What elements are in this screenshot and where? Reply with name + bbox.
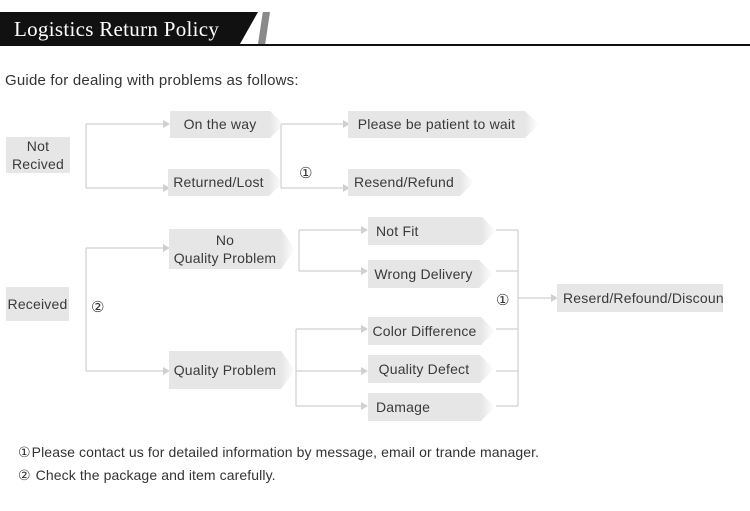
damage-box: Damage <box>368 393 481 421</box>
arrowhead <box>361 226 368 234</box>
note-1: ①Please contact us for detailed informat… <box>18 444 539 461</box>
please-wait-box: Please be patient to wait <box>348 111 525 138</box>
note-2-marker: ② <box>18 468 31 484</box>
connector <box>496 229 519 407</box>
header-bar <box>0 12 258 44</box>
arrowhead <box>361 267 368 275</box>
arrowhead <box>163 120 170 128</box>
arrowhead <box>163 244 170 252</box>
no-quality-problem-box: No Quality Problem <box>169 229 281 269</box>
arrowhead <box>361 367 368 375</box>
note-1-marker: ① <box>18 445 31 461</box>
arrowhead <box>361 402 368 410</box>
circled-one-marker-2: ① <box>496 291 510 309</box>
not-received-line2: Recived <box>12 156 64 172</box>
not-received-line1: Not <box>26 138 50 154</box>
arrowhead <box>163 367 170 375</box>
not-fit-box: Not Fit <box>368 217 482 245</box>
color-difference-box: Color Difference <box>368 317 481 345</box>
no-quality-line2: Quality Problem <box>173 250 277 266</box>
page-title: Logistics Return Policy <box>14 17 220 41</box>
arrowhead <box>343 120 350 128</box>
quality-problem-box: Quality Problem <box>169 351 281 389</box>
intro-text: Guide for dealing with problems as follo… <box>5 72 299 89</box>
not-received-box: Not Recived <box>6 137 70 173</box>
received-box: Received <box>6 287 69 321</box>
arrowhead <box>163 184 170 192</box>
note-1-text: Please contact us for detailed informati… <box>31 444 540 460</box>
note-2-text: Check the package and item carefully. <box>31 467 276 483</box>
resend-refund-box: Resend/Refund <box>348 169 460 196</box>
no-quality-line1: No <box>215 232 235 248</box>
final-action-box: Reserd/Refound/Discoun <box>557 284 723 312</box>
quality-defect-box: Quality Defect <box>368 355 480 383</box>
on-the-way-box: On the way <box>170 111 270 138</box>
wrong-delivery-box: Wrong Delivery <box>368 260 479 288</box>
note-2: ② Check the package and item carefully. <box>18 467 276 484</box>
returned-lost-box: Returned/Lost <box>168 169 269 196</box>
arrowhead <box>343 184 350 192</box>
arrowhead <box>361 325 368 333</box>
circled-two-marker: ② <box>91 298 105 316</box>
header-rule <box>0 44 750 46</box>
circled-one-marker: ① <box>299 164 313 182</box>
arrowhead <box>551 294 558 302</box>
